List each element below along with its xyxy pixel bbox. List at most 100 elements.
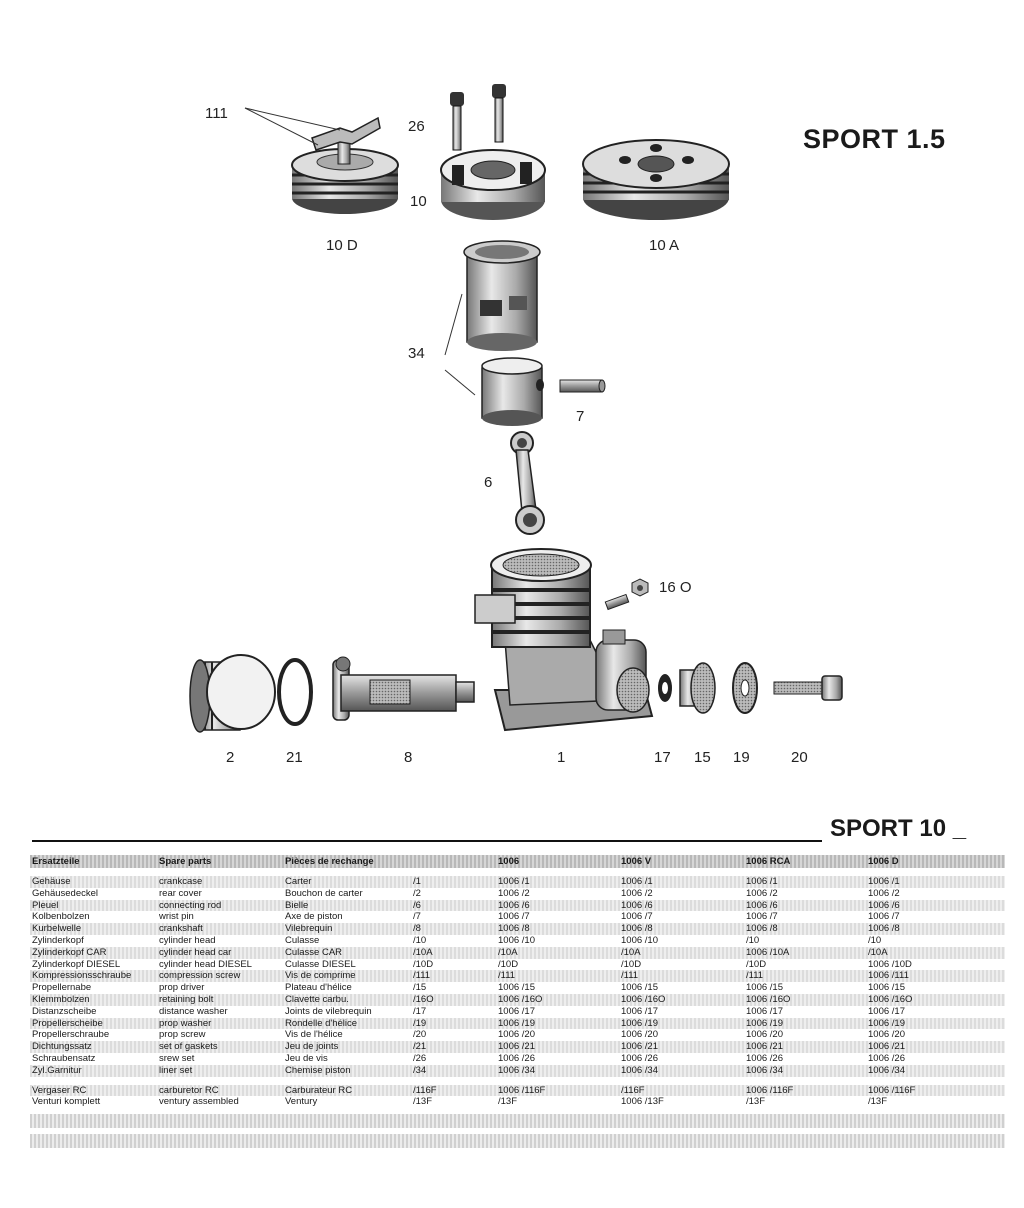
table-cell: 1006 /26 <box>621 1052 658 1064</box>
part-7-wrist-pin <box>559 379 606 393</box>
callout-20: 20 <box>791 749 808 766</box>
table-cell: 1006 /15 <box>746 982 783 994</box>
table-cell: Vilebrequin <box>285 923 333 935</box>
callout-34: 34 <box>408 345 425 362</box>
table-cell: Kurbelwelle <box>32 923 82 935</box>
table-cell: /13F <box>746 1096 766 1108</box>
table-cell: Pleuel <box>32 899 59 911</box>
table-cell: Zylinderkopf <box>32 934 84 946</box>
table-cell: cylinder head car <box>159 946 232 958</box>
table-cell: Zylinderkopf CAR <box>32 946 107 958</box>
table-cell: Vis de l'hélice <box>285 1029 343 1041</box>
part-6-connecting-rod <box>510 431 545 535</box>
table-cell: Culasse DIESEL <box>285 958 356 970</box>
table-cell: Gehäuse <box>32 876 71 887</box>
part-15-prop-driver <box>679 662 716 714</box>
table-cell: /13F <box>413 1096 433 1108</box>
table-cell: Chemise piston <box>285 1064 351 1076</box>
table-cell: Venturi komplett <box>32 1096 101 1108</box>
table-cell: Clavette carbu. <box>285 993 349 1005</box>
table-cell: cylinder head <box>159 934 216 946</box>
table-cell: 1006 /8 <box>868 923 900 935</box>
table-cell: 1006 /7 <box>746 911 778 923</box>
table-cell: 1006 /20 <box>868 1029 905 1041</box>
table-cell: Vis de comprime <box>285 970 356 982</box>
callout-6: 6 <box>484 474 492 491</box>
table-cell: 1006 /15 <box>868 982 905 994</box>
table-cell: 1006 /6 <box>621 899 653 911</box>
table-cell: 1006 /8 <box>746 923 778 935</box>
table-cell: /16O <box>413 993 434 1005</box>
part-17-distance-washer <box>658 674 672 702</box>
table-cell: /10D <box>413 958 434 970</box>
table-cell: 1006 /1 <box>868 876 900 887</box>
table-cell: /10A <box>413 946 433 958</box>
part-10a-car-head <box>582 139 730 220</box>
table-cell: 1006 /16O <box>868 993 913 1005</box>
callout-26: 26 <box>408 118 425 135</box>
table-cell: Bielle <box>285 899 309 911</box>
header-cell: Spare parts <box>159 856 212 867</box>
table-cell: Joints de vilebrequin <box>285 1005 372 1017</box>
table-cell: 1006 /20 <box>498 1029 535 1041</box>
table-cell: Carburateur RC <box>285 1084 353 1096</box>
table-cell: /111 <box>621 970 639 982</box>
table-cell: Culasse CAR <box>285 946 343 958</box>
callout-10a: 10 A <box>649 237 679 254</box>
callout-2: 2 <box>226 749 234 766</box>
table-cell: Zylinderkopf DIESEL <box>32 958 121 970</box>
callout-111: 111 <box>205 105 228 122</box>
leader-lines <box>244 107 476 396</box>
table-cell: 1006 /10 <box>621 934 658 946</box>
table-cell: 1006 /2 <box>746 887 778 899</box>
table-cell: 1006 /21 <box>868 1041 905 1053</box>
table-cell: /8 <box>413 923 421 935</box>
part-19-prop-washer <box>732 662 758 714</box>
table-cell: carburetor RC <box>159 1084 219 1096</box>
table-cell: /10D <box>746 958 767 970</box>
part-16o-retaining-bolt <box>604 578 649 611</box>
part-10-cylinder-head <box>440 149 546 220</box>
table-cell: Vergaser RC <box>32 1084 87 1096</box>
header-cell: 1006 D <box>868 856 899 867</box>
table-cell: 1006 /16O <box>621 993 666 1005</box>
table-cell: 1006 /17 <box>498 1005 535 1017</box>
table-cell: Plateau d'hélice <box>285 982 352 994</box>
table-cell: /20 <box>413 1029 427 1041</box>
shaded-band <box>30 1134 1005 1149</box>
spare-parts-table: Ersatzteile Spare parts Pièces de rechan… <box>30 855 1005 1149</box>
table-cell: set of gaskets <box>159 1041 218 1053</box>
table-cell: 1006 /6 <box>498 899 530 911</box>
callout-16o: 16 O <box>659 579 692 596</box>
table-cell: Jeu de vis <box>285 1052 328 1064</box>
table-cell: Culasse <box>285 934 320 946</box>
header-cell: Pièces de rechange <box>285 856 374 867</box>
table-cell: /10 <box>746 934 760 946</box>
table-cell: 1006 /34 <box>868 1064 905 1076</box>
part-2-rear-cover <box>189 654 276 733</box>
table-cell: 1006 /7 <box>498 911 530 923</box>
header-cell: 1006 RCA <box>746 856 791 867</box>
table-cell: crankcase <box>159 876 203 887</box>
table-cell: 1006 /116F <box>498 1084 546 1096</box>
table-cell: ventury assembled <box>159 1096 239 1108</box>
table-cell: 1006 /17 <box>746 1005 783 1017</box>
table-cell: 1006 /8 <box>621 923 653 935</box>
table-cell: 1006 /20 <box>746 1029 783 1041</box>
table-cell: 1006 /8 <box>498 923 530 935</box>
table-cell: 1006 /2 <box>868 887 900 899</box>
table-cell: /21 <box>413 1041 427 1053</box>
callout-10d: 10 D <box>326 237 358 254</box>
